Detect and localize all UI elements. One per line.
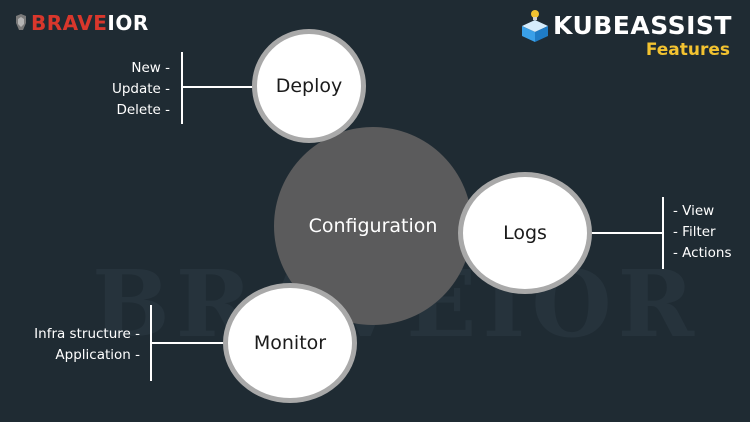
monitor-items: Infra structure - Application - — [34, 324, 140, 366]
logs-connector-line — [590, 232, 664, 234]
product-name-part1: KUBE — [553, 10, 631, 40]
lion-logo-icon — [16, 14, 26, 30]
configuration-circle: Configuration — [274, 127, 472, 325]
logs-node: Logs — [458, 172, 592, 294]
monitor-bracket-line — [150, 305, 152, 381]
logs-item-filter: - Filter — [673, 224, 716, 240]
deploy-node: Deploy — [252, 29, 366, 143]
features-subtitle: Features — [645, 40, 730, 60]
logs-item-view: - View — [673, 203, 715, 219]
deploy-item-new: New - — [131, 60, 170, 76]
deploy-label: Deploy — [275, 75, 343, 97]
configuration-label: Configuration — [308, 215, 438, 237]
monitor-label: Monitor — [253, 332, 327, 354]
brand-name-part2: IOR — [107, 11, 149, 35]
deploy-connector-line — [182, 86, 256, 88]
logs-bracket-line — [662, 197, 664, 269]
deploy-item-update: Update - — [111, 81, 170, 97]
brand-name-part1: BRAVE — [31, 11, 108, 35]
cube-lightbulb-icon — [522, 10, 549, 42]
logs-item-actions: - Actions — [673, 245, 732, 261]
deploy-item-delete: Delete - — [116, 102, 170, 118]
deploy-bracket-line — [181, 52, 183, 124]
logs-label: Logs — [503, 222, 547, 244]
logs-items: - View - Filter - Actions — [673, 201, 731, 264]
monitor-node: Monitor — [223, 283, 357, 403]
deploy-items: New - Update - Delete - — [112, 58, 170, 121]
monitor-item-infrastructure: Infra structure - — [34, 326, 140, 342]
product-name-part2: ASSIST — [630, 10, 732, 40]
monitor-item-application: Application - — [55, 347, 140, 363]
monitor-connector-line — [152, 342, 226, 344]
